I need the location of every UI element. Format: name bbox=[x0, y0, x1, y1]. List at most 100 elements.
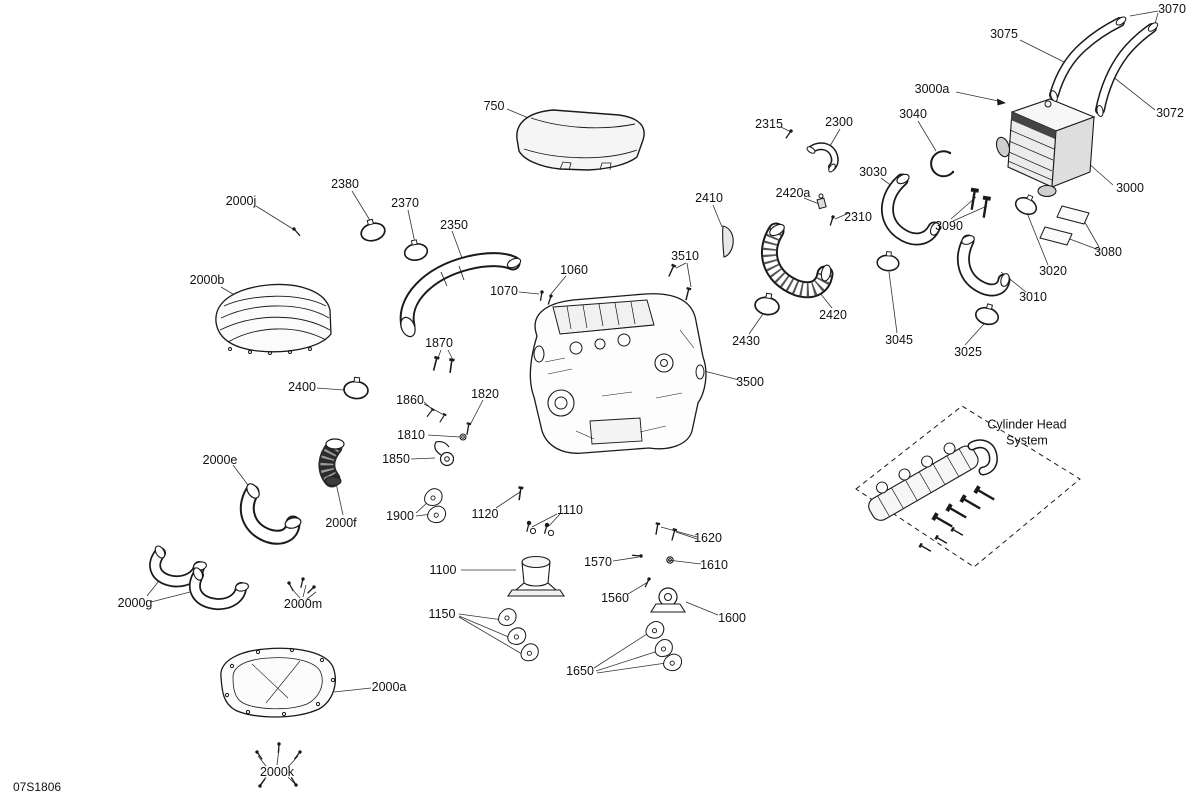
part-3030-hose bbox=[881, 173, 941, 246]
part-1820-bolt bbox=[463, 421, 473, 437]
part-label-1900: 1900 bbox=[386, 508, 414, 523]
part-2400-clamp bbox=[342, 375, 370, 401]
part-2370-clamp bbox=[401, 237, 430, 263]
part-label-1620: 1620 bbox=[694, 530, 722, 545]
part-1650-brackets bbox=[644, 620, 684, 673]
part-3040-circlip bbox=[930, 150, 955, 178]
part-label-1610: 1610 bbox=[700, 557, 728, 572]
part-2380-clamp bbox=[357, 215, 388, 245]
part-label-2420: 2420 bbox=[819, 307, 847, 322]
part-label-2420a: 2420a bbox=[775, 185, 811, 200]
part-2000a-oil-pan bbox=[220, 647, 336, 718]
part-2420-bellows-hose bbox=[760, 222, 834, 299]
part-label-3000a: 3000a bbox=[914, 81, 950, 96]
part-label-2000k: 2000k bbox=[259, 764, 295, 779]
part-2000g-hoses bbox=[149, 545, 249, 611]
part-label-3500: 3500 bbox=[736, 374, 764, 389]
part-2410-clip bbox=[722, 225, 734, 258]
part-label-3045: 3045 bbox=[885, 332, 913, 347]
part-3000-intercooler bbox=[995, 98, 1096, 198]
inset-cylinder-head-box bbox=[855, 405, 1081, 568]
part-label-3030: 3030 bbox=[859, 164, 887, 179]
part-label-3040: 3040 bbox=[899, 106, 927, 121]
part-label-2000f: 2000f bbox=[325, 515, 357, 530]
part-label-1600: 1600 bbox=[718, 610, 746, 625]
part-1060-screw bbox=[545, 293, 554, 306]
part-1100-engine-mount bbox=[506, 555, 566, 597]
part-3072-hose bbox=[1095, 22, 1159, 117]
part-label-3070: 3070 bbox=[1158, 1, 1186, 16]
part-label-2000j: 2000j bbox=[225, 193, 257, 208]
part-1850-bracket bbox=[434, 440, 455, 467]
part-3080-pads bbox=[1039, 205, 1090, 246]
part-label-2315: 2315 bbox=[755, 116, 783, 131]
part-label-2000e: 2000e bbox=[202, 452, 238, 467]
part-1610-washer bbox=[666, 556, 674, 564]
part-3090-bolts bbox=[965, 186, 993, 221]
part-label-3510: 3510 bbox=[671, 248, 699, 263]
part-2000j-screw bbox=[290, 225, 302, 238]
part-label-1820: 1820 bbox=[471, 386, 499, 401]
part-label-3090: 3090 bbox=[935, 218, 963, 233]
part-2300-elbow bbox=[806, 142, 839, 173]
part-label-1810: 1810 bbox=[397, 427, 425, 442]
part-1070-screw bbox=[538, 289, 545, 302]
part-label-1100: 1100 bbox=[429, 562, 457, 577]
part-2315-screw bbox=[783, 127, 795, 140]
part-label-1570: 1570 bbox=[584, 554, 612, 569]
part-1600-mount bbox=[650, 587, 686, 613]
part-label-2000b: 2000b bbox=[189, 272, 225, 287]
part-3075-hose bbox=[1049, 16, 1127, 102]
part-label-2000g: 2000g bbox=[117, 595, 153, 610]
part-label-2400: 2400 bbox=[288, 379, 316, 394]
part-2000e-elbow bbox=[239, 483, 302, 545]
part-label-750: 750 bbox=[483, 98, 505, 113]
part-2310-screw bbox=[827, 214, 836, 227]
part-2000f-ribbed-hose bbox=[318, 438, 345, 488]
part-label-2370: 2370 bbox=[391, 195, 419, 210]
part-2430-clamp bbox=[752, 290, 782, 318]
part-label-1060: 1060 bbox=[560, 262, 588, 277]
part-label-2410: 2410 bbox=[695, 190, 723, 205]
part-label-2300: 2300 bbox=[825, 114, 853, 129]
part-3500-engine bbox=[529, 293, 707, 454]
part-label-3025: 3025 bbox=[954, 344, 982, 359]
part-3045-clamp bbox=[875, 250, 901, 273]
part-2420a-sensor bbox=[816, 193, 827, 210]
part-3025-clamp bbox=[973, 300, 1002, 328]
part-2000m-screws bbox=[286, 576, 318, 596]
inset-title: Cylinder Head System bbox=[987, 417, 1066, 448]
part-label-3075: 3075 bbox=[990, 26, 1018, 41]
part-label-3072: 3072 bbox=[1156, 105, 1184, 120]
part-label-1650: 1650 bbox=[566, 663, 594, 678]
part-2350-tube bbox=[399, 252, 522, 338]
part-label-1110: 1110 bbox=[557, 502, 583, 517]
inset-title-line1: Cylinder Head bbox=[987, 417, 1067, 432]
part-label-1850: 1850 bbox=[382, 451, 410, 466]
part-label-3080: 3080 bbox=[1094, 244, 1122, 259]
inset-title-line2: System bbox=[1006, 433, 1048, 447]
part-label-2000a: 2000a bbox=[371, 679, 407, 694]
part-label-1150: 1150 bbox=[428, 606, 456, 621]
part-label-1070: 1070 bbox=[490, 283, 518, 298]
inset-cylinder-head-part bbox=[868, 439, 999, 555]
part-1560-screw bbox=[643, 576, 652, 589]
part-label-3010: 3010 bbox=[1019, 289, 1047, 304]
part-label-2000m: 2000m bbox=[283, 596, 323, 611]
part-1900-brackets bbox=[424, 488, 448, 525]
part-label-2380: 2380 bbox=[331, 176, 359, 191]
part-1870-bolts bbox=[429, 355, 456, 375]
part-3020-clamp bbox=[1012, 190, 1042, 219]
part-2000b-intake-cover bbox=[215, 283, 332, 355]
part-label-1860: 1860 bbox=[396, 392, 424, 407]
page-code: 07S1806 bbox=[13, 780, 62, 794]
part-label-2310: 2310 bbox=[844, 209, 872, 224]
part-1620-bolts bbox=[652, 521, 679, 543]
part-label-1560: 1560 bbox=[601, 590, 629, 605]
leader-lines bbox=[146, 10, 1159, 786]
part-1810-washer bbox=[459, 433, 467, 441]
part-750-engine-cover bbox=[516, 109, 645, 171]
part-3010-elbow bbox=[957, 234, 1011, 297]
